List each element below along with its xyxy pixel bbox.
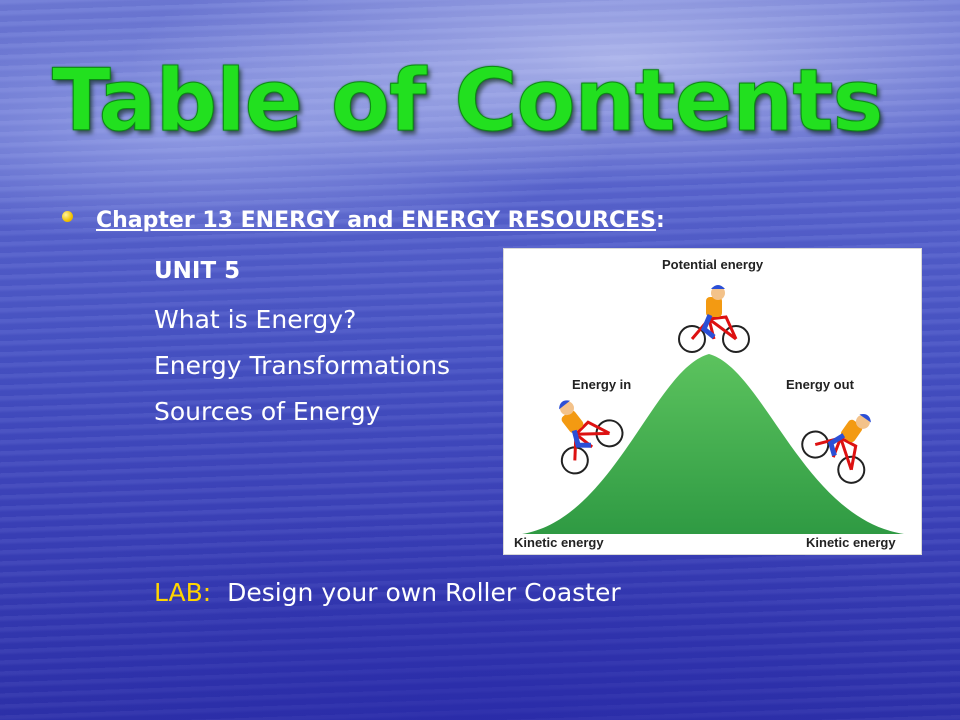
hill-shape xyxy=(522,354,904,534)
energy-hill-diagram: Potential energy Energy in Energy out Ki… xyxy=(503,248,922,555)
bullet-dot-icon xyxy=(62,211,73,222)
energy-hill-svg: Potential energy Energy in Energy out Ki… xyxy=(514,257,904,550)
label-potential-energy: Potential energy xyxy=(662,257,764,272)
label-energy-out: Energy out xyxy=(786,377,855,392)
label-energy-in: Energy in xyxy=(572,377,631,392)
cyclist-left-icon xyxy=(559,400,624,475)
lab-label: LAB: xyxy=(154,578,212,607)
chapter-heading-link: Chapter 13 ENERGY and ENERGY RESOURCES xyxy=(96,208,657,233)
topic-energy-transformations: Energy Transformations xyxy=(154,351,451,380)
lab-text: Design your own Roller Coaster xyxy=(211,578,621,607)
chapter-heading-colon: : xyxy=(656,208,665,233)
topic-sources-of-energy: Sources of Energy xyxy=(154,397,381,426)
cyclist-right-icon xyxy=(801,414,871,484)
topic-what-is-energy: What is Energy? xyxy=(154,305,357,334)
chapter-heading: Chapter 13 ENERGY and ENERGY RESOURCES: xyxy=(96,208,665,233)
label-kinetic-energy-left: Kinetic energy xyxy=(514,535,604,550)
label-kinetic-energy-right: Kinetic energy xyxy=(806,535,896,550)
unit-label: UNIT 5 xyxy=(154,258,241,284)
lab-line: LAB: Design your own Roller Coaster xyxy=(154,578,621,607)
cyclist-top-icon xyxy=(678,285,750,353)
slide-title: Table of Contents xyxy=(52,51,885,151)
